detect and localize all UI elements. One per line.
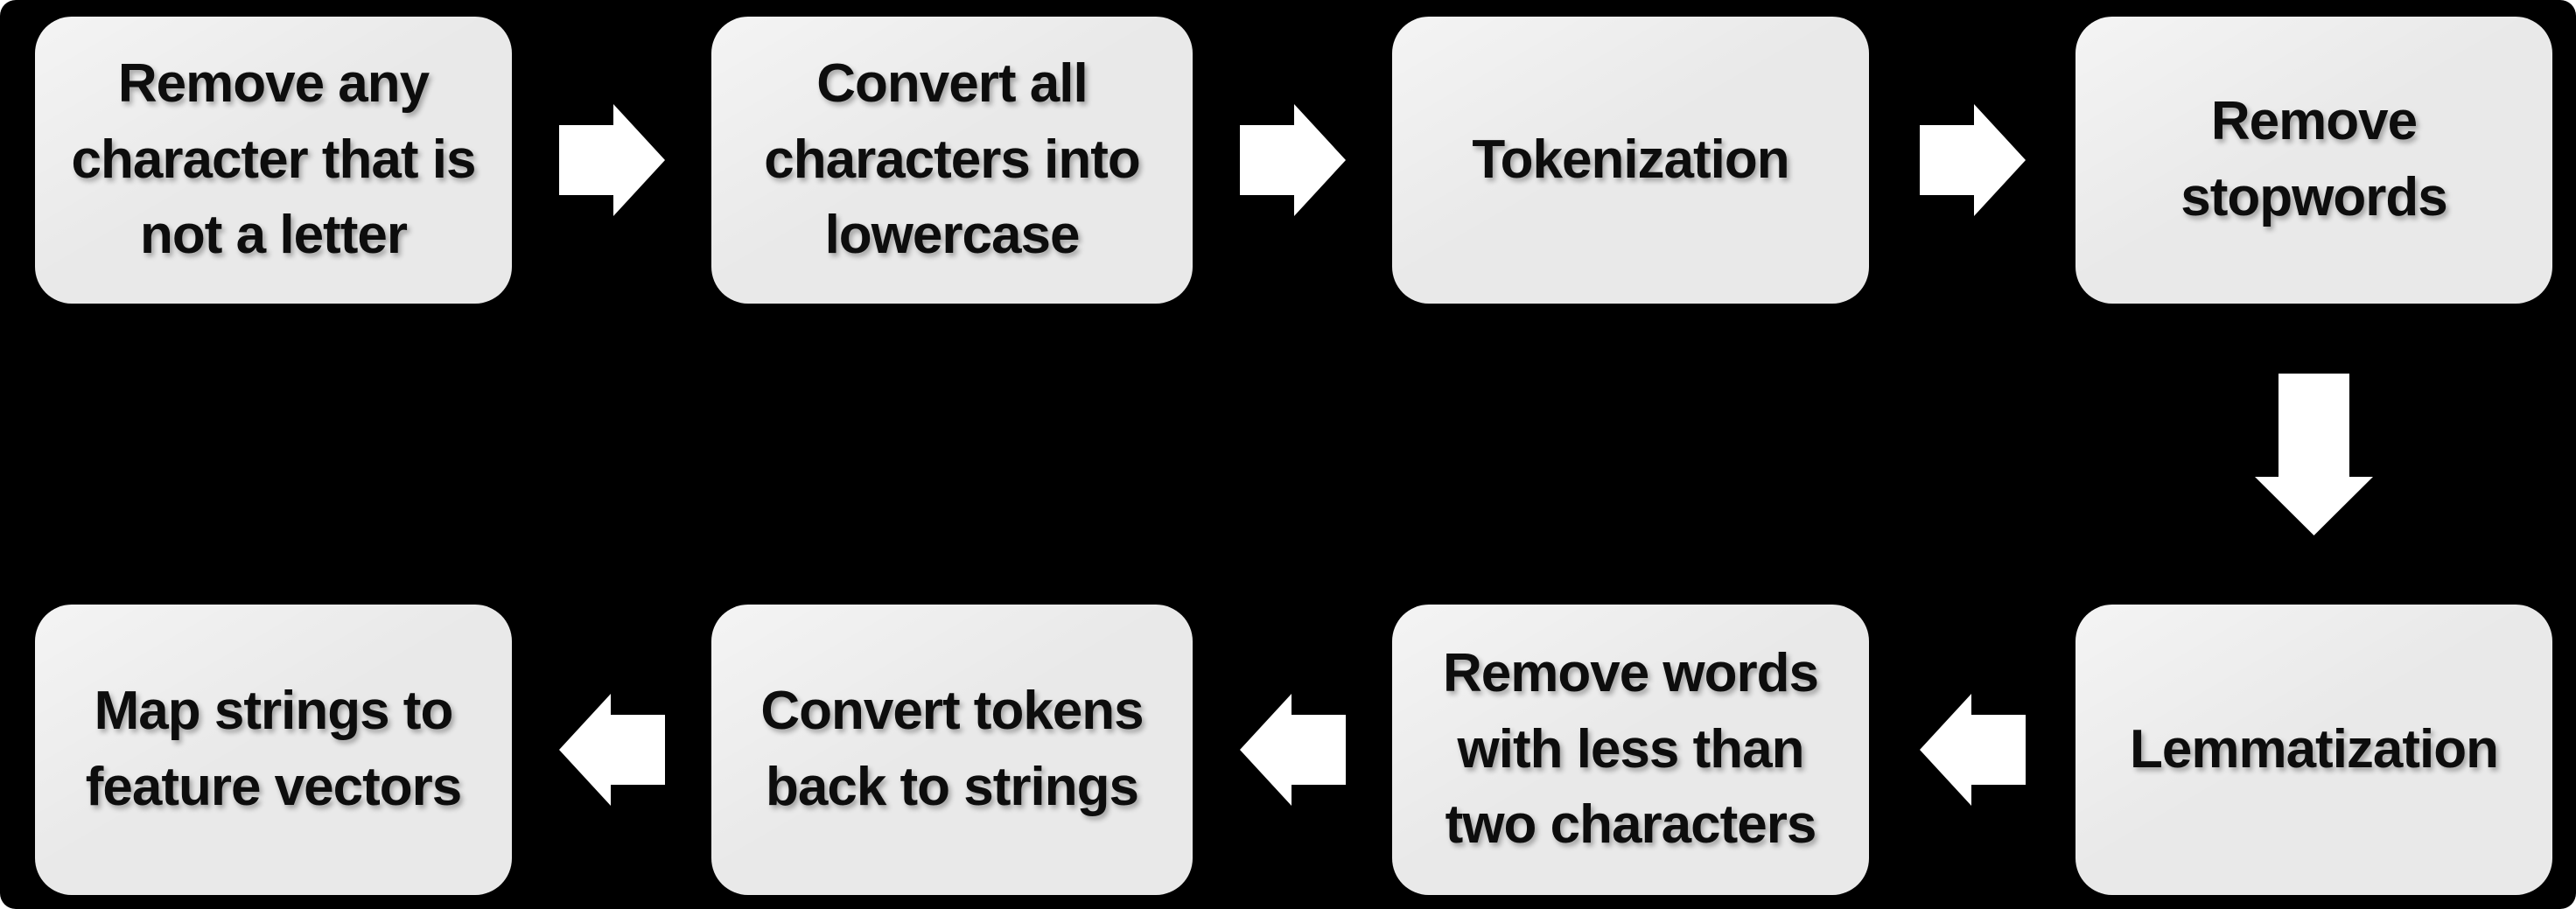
step-label: Convert tokens back to strings bbox=[760, 681, 1144, 817]
arrow-right-icon bbox=[512, 17, 711, 304]
step-label: Lemmatization bbox=[2129, 718, 2499, 780]
arrow-down-icon bbox=[2076, 304, 2552, 605]
step-box-lowercase: Convert all characters into lowercase bbox=[711, 17, 1193, 304]
arrow-left-icon bbox=[1193, 605, 1392, 895]
step-label: Tokenization bbox=[1472, 129, 1789, 190]
arrow-left-icon bbox=[1869, 605, 2076, 895]
step-box-remove-non-letters: Remove any character that is not a lette… bbox=[35, 17, 512, 304]
arrow-left-icon bbox=[512, 605, 711, 895]
step-box-tokenization: Tokenization bbox=[1392, 17, 1869, 304]
step-box-lemmatization: Lemmatization bbox=[2076, 605, 2552, 895]
step-label: Remove any character that is not a lette… bbox=[71, 52, 477, 266]
step-label: Remove words with less than two characte… bbox=[1442, 642, 1819, 856]
arrow-right-icon bbox=[1869, 17, 2076, 304]
arrow-right-icon bbox=[1193, 17, 1392, 304]
step-label: Remove stopwords bbox=[2180, 91, 2447, 227]
step-label: Map strings to feature vectors bbox=[85, 681, 463, 817]
step-label: Convert all characters into lowercase bbox=[764, 52, 1141, 266]
step-box-feature-vectors: Map strings to feature vectors bbox=[35, 605, 512, 895]
step-box-tokens-to-strings: Convert tokens back to strings bbox=[711, 605, 1193, 895]
step-box-remove-stopwords: Remove stopwords bbox=[2076, 17, 2552, 304]
step-box-remove-short-words: Remove words with less than two characte… bbox=[1392, 605, 1869, 895]
